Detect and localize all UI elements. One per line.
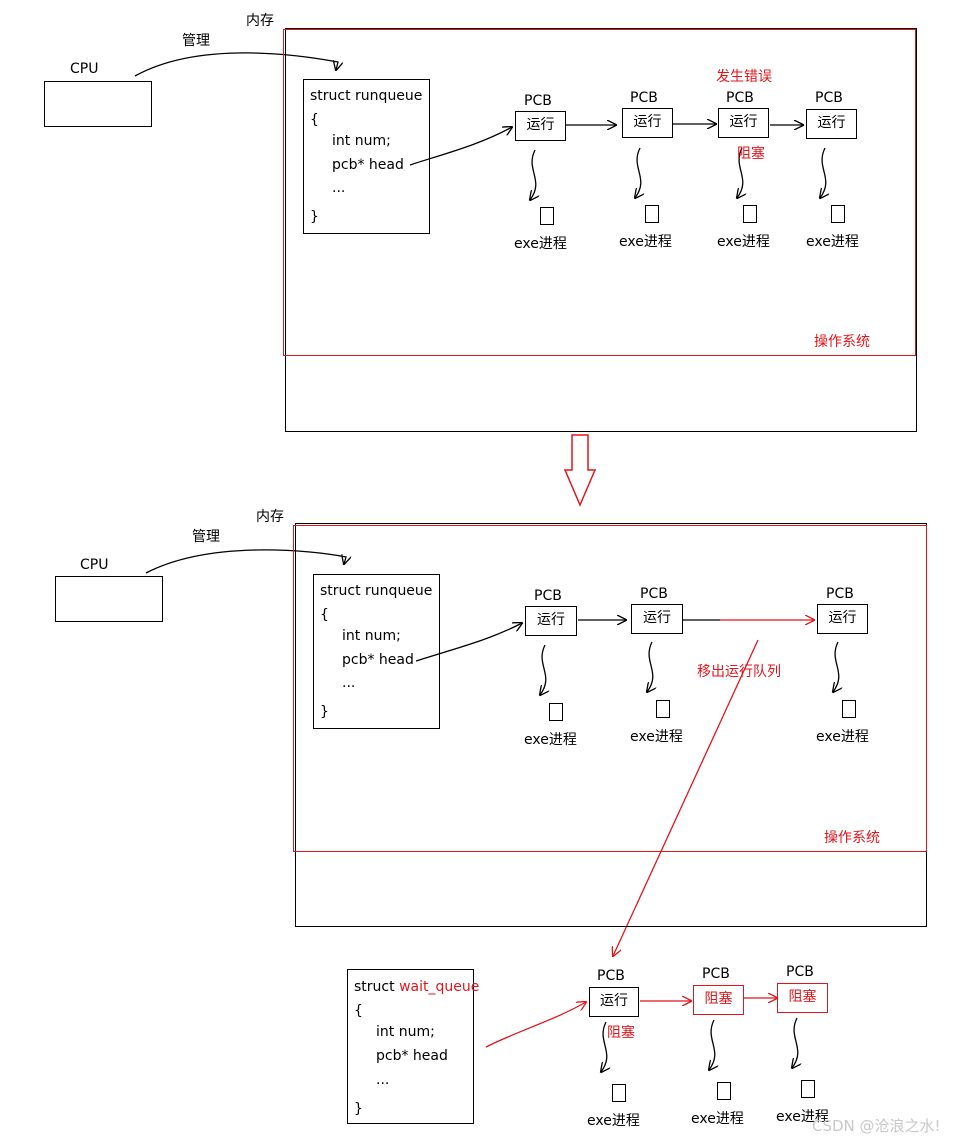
remove-from-runqueue-label: 移出运行队列 bbox=[697, 664, 781, 680]
head-to-pcb1-arrow-bottom bbox=[485, 1002, 586, 1048]
pcb-node-middle-3: 运行 bbox=[817, 604, 868, 634]
os-region-middle bbox=[293, 525, 927, 852]
head-to-pcb1-arrow-top bbox=[409, 127, 512, 166]
os-label-middle: 操作系统 bbox=[824, 830, 880, 846]
blocked-label-top: 阻塞 bbox=[737, 146, 765, 162]
cpu-manage-arrow-middle bbox=[145, 549, 346, 574]
struct-line-2: int num; bbox=[342, 628, 401, 644]
watermark: CSDN @沧浪之水! bbox=[812, 1117, 941, 1135]
struct-line-2: int num; bbox=[376, 1024, 435, 1040]
pcb-node-top-1: 运行 bbox=[515, 111, 566, 141]
cpu-box-middle bbox=[55, 576, 163, 622]
cpu-manage-arrow-top bbox=[134, 52, 338, 77]
error-label: 发生错误 bbox=[716, 69, 772, 85]
runqueue-struct-middle: struct runqueue { int num; pcb* head ...… bbox=[313, 574, 440, 729]
pcb2-exe-squiggle-middle bbox=[647, 641, 653, 692]
cpu-label-middle: CPU bbox=[80, 557, 109, 573]
exe-label-middle-2: exe进程 bbox=[630, 729, 683, 745]
wait-queue-struct: struct wait_queue { int num; pcb* head .… bbox=[347, 969, 479, 1124]
pcb4-exe-squiggle-top bbox=[820, 147, 826, 198]
exe-label-bottom-2: exe进程 bbox=[691, 1111, 744, 1127]
pcb-title-middle-3: PCB bbox=[826, 586, 854, 602]
struct-line-3: pcb* head bbox=[376, 1048, 448, 1064]
pcb2-exe-squiggle-top bbox=[635, 147, 641, 198]
wait-queue-name: wait_queue bbox=[399, 979, 480, 995]
exe-label-middle-3: exe进程 bbox=[816, 729, 869, 745]
pcb3-exe-squiggle-bottom bbox=[792, 1017, 798, 1068]
exe-icon-top-2 bbox=[645, 205, 659, 223]
pcb-title-bottom-1: PCB bbox=[597, 968, 625, 984]
memory-label-top: 内存 bbox=[246, 13, 274, 29]
exe-icon-top-4 bbox=[831, 205, 845, 223]
pcb2-exe-squiggle-bottom bbox=[709, 1019, 715, 1070]
cpu-label-top: CPU bbox=[70, 61, 99, 77]
pcb-node-bottom-3: 阻塞 bbox=[777, 983, 828, 1013]
struct-line-4: ... bbox=[376, 1072, 390, 1088]
struct-line-5: } bbox=[354, 1101, 363, 1117]
pcb1-exe-squiggle-middle bbox=[540, 644, 546, 695]
exe-label-top-3: exe进程 bbox=[717, 234, 770, 250]
manage-label-middle: 管理 bbox=[192, 529, 220, 545]
struct-keyword: struct bbox=[354, 979, 395, 995]
pcb-node-middle-2: 运行 bbox=[631, 604, 683, 634]
os-label-top: 操作系统 bbox=[814, 334, 870, 350]
manage-label-top: 管理 bbox=[182, 33, 210, 49]
struct-line-3: pcb* head bbox=[332, 157, 404, 173]
struct-line-1: { bbox=[354, 1003, 363, 1019]
exe-label-top-2: exe进程 bbox=[619, 234, 672, 250]
head-to-pcb1-arrow-middle bbox=[415, 623, 522, 662]
pcb-node-bottom-1: 运行 bbox=[589, 987, 639, 1017]
struct-line-0: struct runqueue bbox=[310, 88, 423, 104]
struct-line-3: pcb* head bbox=[342, 652, 414, 668]
exe-icon-top-3 bbox=[743, 205, 757, 223]
exe-icon-middle-2 bbox=[656, 700, 670, 718]
struct-line-5: } bbox=[310, 209, 319, 225]
pcb1-exe-squiggle-bottom bbox=[601, 1021, 607, 1072]
pcb-title-bottom-2: PCB bbox=[702, 966, 730, 982]
memory-box-top bbox=[285, 28, 917, 432]
os-region-top bbox=[283, 29, 916, 356]
exe-icon-bottom-2 bbox=[717, 1082, 731, 1100]
exe-icon-middle-1 bbox=[549, 703, 563, 721]
struct-line-1: { bbox=[320, 607, 329, 623]
pcb-title-top-4: PCB bbox=[815, 90, 843, 106]
runqueue-struct-top: struct runqueue { int num; pcb* head ...… bbox=[303, 79, 430, 234]
struct-line-0: struct runqueue bbox=[320, 583, 433, 599]
struct-line-1: { bbox=[310, 112, 319, 128]
pcb3-exe-squiggle-top bbox=[737, 147, 743, 198]
pcb3-exe-squiggle-middle bbox=[833, 641, 839, 692]
pcb-node-top-4: 运行 bbox=[806, 109, 857, 139]
pcb-node-top-3: 运行 bbox=[718, 108, 769, 138]
pcb-node-bottom-2: 阻塞 bbox=[693, 985, 744, 1015]
pcb-title-middle-2: PCB bbox=[640, 586, 668, 602]
exe-label-bottom-3: exe进程 bbox=[776, 1109, 829, 1125]
struct-line-4: ... bbox=[332, 180, 346, 196]
pcb1-exe-squiggle-top bbox=[530, 149, 536, 200]
struct-line-4: ... bbox=[342, 675, 356, 691]
cpu-box-top bbox=[44, 81, 152, 127]
memory-label-middle: 内存 bbox=[256, 509, 284, 525]
pcb-title-top-3: PCB bbox=[726, 90, 754, 106]
blocked-label-bottom: 阻塞 bbox=[607, 1025, 635, 1041]
exe-label-top-1: exe进程 bbox=[514, 236, 567, 252]
struct-line-keyword: struct wait_queue bbox=[354, 980, 479, 994]
pcb-title-top-1: PCB bbox=[524, 93, 552, 109]
pcb-title-bottom-3: PCB bbox=[786, 964, 814, 980]
pcb-title-top-2: PCB bbox=[630, 90, 658, 106]
struct-line-2: int num; bbox=[332, 133, 391, 149]
exe-label-bottom-1: exe进程 bbox=[587, 1113, 640, 1129]
exe-icon-bottom-3 bbox=[801, 1080, 815, 1098]
pcb-title-middle-1: PCB bbox=[534, 588, 562, 604]
struct-line-5: } bbox=[320, 704, 329, 720]
exe-label-middle-1: exe进程 bbox=[524, 732, 577, 748]
exe-label-top-4: exe进程 bbox=[806, 234, 859, 250]
transition-down-arrow bbox=[563, 434, 597, 507]
exe-icon-bottom-1 bbox=[612, 1084, 626, 1102]
move-to-wait-queue-arrow bbox=[613, 639, 759, 956]
pcb-node-middle-1: 运行 bbox=[525, 606, 577, 636]
exe-icon-middle-3 bbox=[842, 700, 856, 718]
exe-icon-top-1 bbox=[540, 207, 554, 225]
pcb-node-top-2: 运行 bbox=[622, 108, 673, 138]
